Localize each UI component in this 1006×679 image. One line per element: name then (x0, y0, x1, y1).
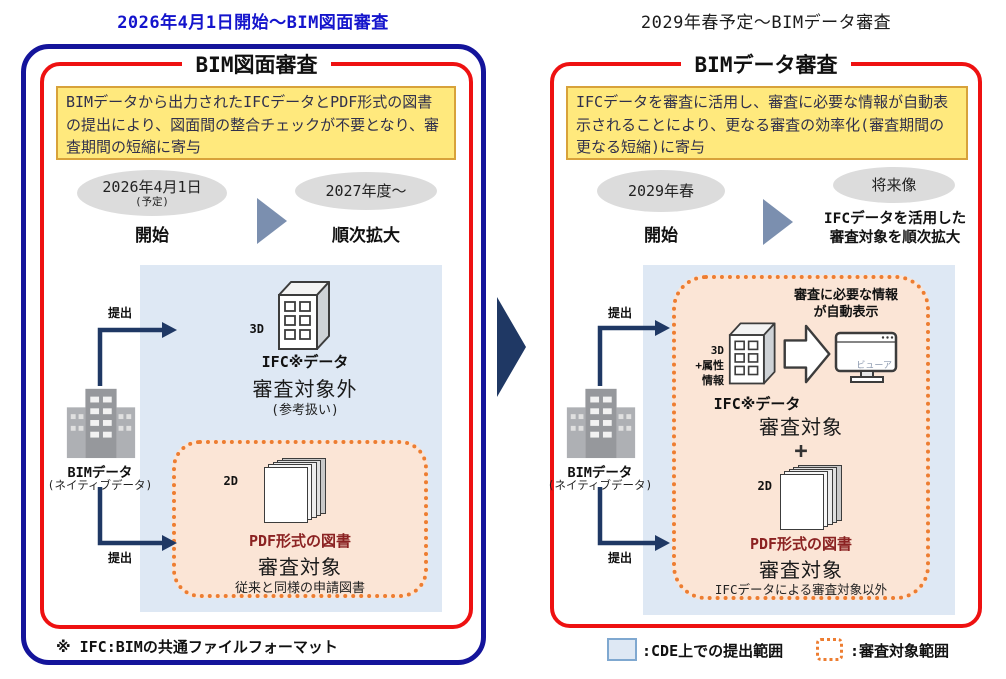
left-start-label: 開始 (135, 226, 169, 246)
bim-building-icon-right (566, 388, 636, 459)
legend-cde-swatch (607, 638, 637, 661)
right-next-label-2: 審査対象を順次拡大 (829, 230, 961, 246)
auto-display-note-2: が自動表示 (813, 305, 879, 320)
plus-sign: + (794, 439, 808, 464)
left-pdf-docs-label: PDF形式の図書 (248, 532, 352, 550)
left-review-target-status: 審査対象 (258, 555, 342, 579)
right-next-badge: 将来像 (833, 167, 955, 203)
left-next-label: 順次拡大 (332, 226, 400, 246)
left-description-box: BIMデータから出力されたIFCデータとPDF形式の図書の提出により、図面間の整… (56, 86, 456, 160)
right-panel-title: BIMデータ審査 (680, 50, 852, 80)
right-review-target-status: 審査対象 (759, 558, 843, 582)
left-ifc-data-label: IFC※データ (261, 353, 349, 371)
review-target-zone-left: 2D PDF形式の図書 審査対象 従来と同様の申請図書 (172, 440, 428, 598)
right-pdf-docs-label: PDF形式の図書 (749, 535, 853, 553)
left-review-status: 審査対象外 (252, 377, 358, 401)
right-start-badge: 2029年春 (597, 170, 725, 212)
right-review-target-note: IFCデータによる審査対象以外 (714, 582, 888, 597)
left-bim-data-sublabel: (ネイティブデータ) (47, 478, 153, 492)
submit-label-left-bottom: 提出 (107, 551, 132, 565)
right-page-title: 2029年春予定〜BIMデータ審査 (640, 13, 892, 33)
left-start-badge-text: 2026年4月1日 (102, 177, 202, 196)
left-2d-label: 2D (223, 474, 238, 488)
left-review-target-note: 従来と同様の申請図書 (234, 581, 365, 596)
left-start-badge: 2026年4月1日 (予定) (77, 170, 227, 216)
ifc-footnote: ※ IFC:BIMの共通ファイルフォーマット (56, 638, 338, 656)
viewer-monitor-icon: ビューア (834, 331, 898, 383)
review-target-zone-right: 審査に必要な情報 が自動表示 3D +属性 情報 ビューア (672, 275, 930, 600)
ifc-model-icon-right (728, 322, 776, 385)
viewer-label: ビューア (856, 360, 892, 371)
legend-review-label: :審査対象範囲 (850, 642, 950, 660)
timeline-arrow-icon-right (763, 199, 793, 245)
legend-review-swatch (816, 638, 843, 661)
right-3d-attr-label: 3D +属性 情報 (695, 344, 724, 387)
left-panel-title: BIM図面審査 (181, 50, 332, 80)
left-3d-label: 3D (249, 322, 264, 336)
right-2d-label: 2D (757, 479, 772, 493)
left-review-status-note: (参考扱い) (271, 403, 339, 418)
document-stack-icon-right (780, 465, 846, 533)
submit-label-right-bottom: 提出 (607, 551, 632, 565)
timeline-arrow-icon (257, 198, 287, 244)
submit-label-right-top: 提出 (607, 306, 632, 320)
left-bim-data-label: BIMデータ (67, 465, 133, 481)
document-stack-icon-left (264, 458, 330, 526)
right-bim-data-label: BIMデータ (567, 465, 633, 481)
right-next-label-1: IFCデータを活用した (823, 211, 967, 227)
right-next-badge-text: 将来像 (871, 175, 917, 194)
left-next-badge-text: 2027年度〜 (325, 181, 407, 200)
phase-transition-arrow-icon (497, 297, 526, 397)
bim-building-icon-left (66, 388, 136, 459)
auto-display-note-1: 審査に必要な情報 (793, 288, 898, 303)
right-start-label: 開始 (644, 226, 678, 246)
right-review-status: 審査対象 (759, 415, 843, 439)
right-ifc-data-label: IFC※データ (713, 395, 801, 413)
auto-display-arrow-icon (783, 324, 831, 384)
legend-cde-label: :CDE上での提出範囲 (642, 642, 784, 660)
left-start-badge-note: (予定) (135, 195, 169, 208)
right-description-box: IFCデータを審査に活用し、審査に必要な情報が自動表示されることにより、更なる審… (566, 86, 968, 160)
left-page-title: 2026年4月1日開始〜BIM図面審査 (117, 13, 389, 33)
ifc-model-icon-left (278, 281, 330, 350)
right-bim-data-sublabel: (ネイティブデータ) (547, 478, 653, 492)
right-start-badge-text: 2029年春 (627, 181, 695, 200)
submit-label-left-top: 提出 (107, 306, 132, 320)
left-next-badge: 2027年度〜 (295, 172, 437, 210)
